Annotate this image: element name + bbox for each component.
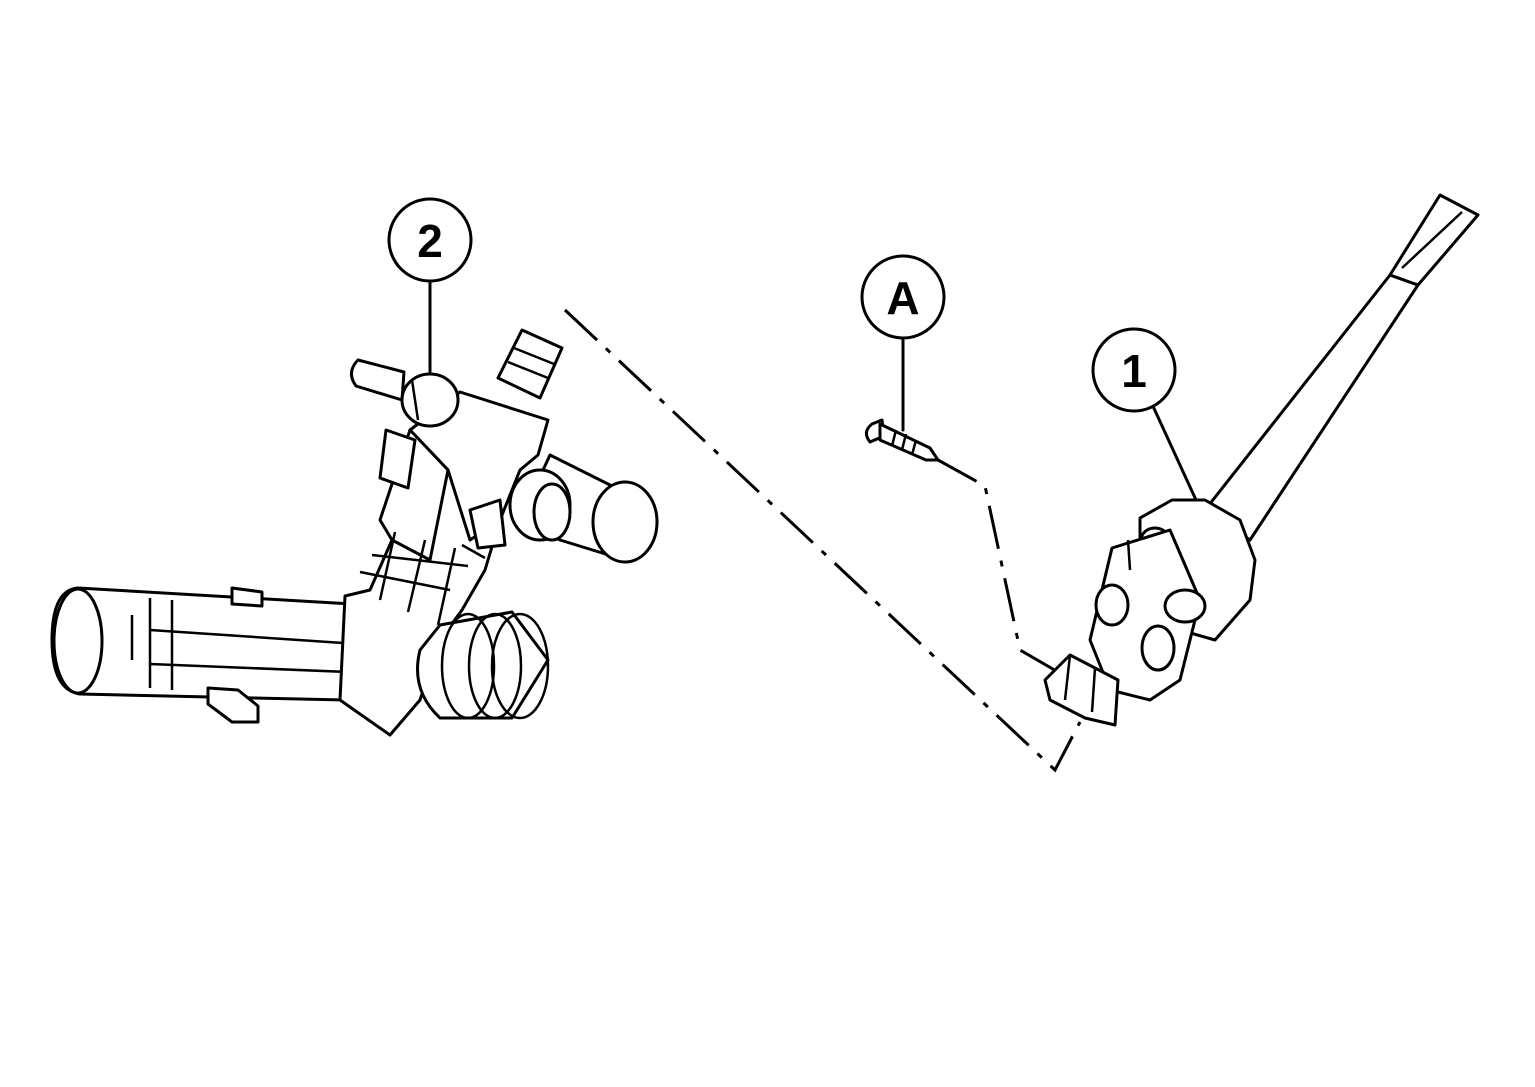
valve-fitting [400,372,460,428]
lower-steering-joint [1043,193,1480,727]
callout-a-label: A [886,272,919,324]
pinion-shaft [496,328,564,400]
rack-tube-end [52,587,104,695]
valve-stub [350,358,406,402]
callout-1: 1 [1091,327,1177,413]
rack-clip-top [230,586,264,608]
callout-a: A [860,254,946,340]
rack-clip-bottom [206,686,260,724]
shaft-splined-end [1388,193,1480,287]
callout-2-label: 2 [417,215,443,267]
callout-1-leader [1150,402,1198,502]
callout-2: 2 [387,197,473,283]
pinion-block [408,390,550,542]
bolt [865,418,940,462]
yoke-hole [1094,583,1130,627]
rack-boot [416,610,550,720]
callout-1-label: 1 [1121,345,1147,397]
steering-gear-assembly [50,328,659,737]
bolt-shank [878,422,940,462]
steering-shaft [1203,273,1420,542]
assembly-line-bolt-to-joint [937,458,1059,674]
assembly-line-joint-to-gear [563,308,1082,773]
